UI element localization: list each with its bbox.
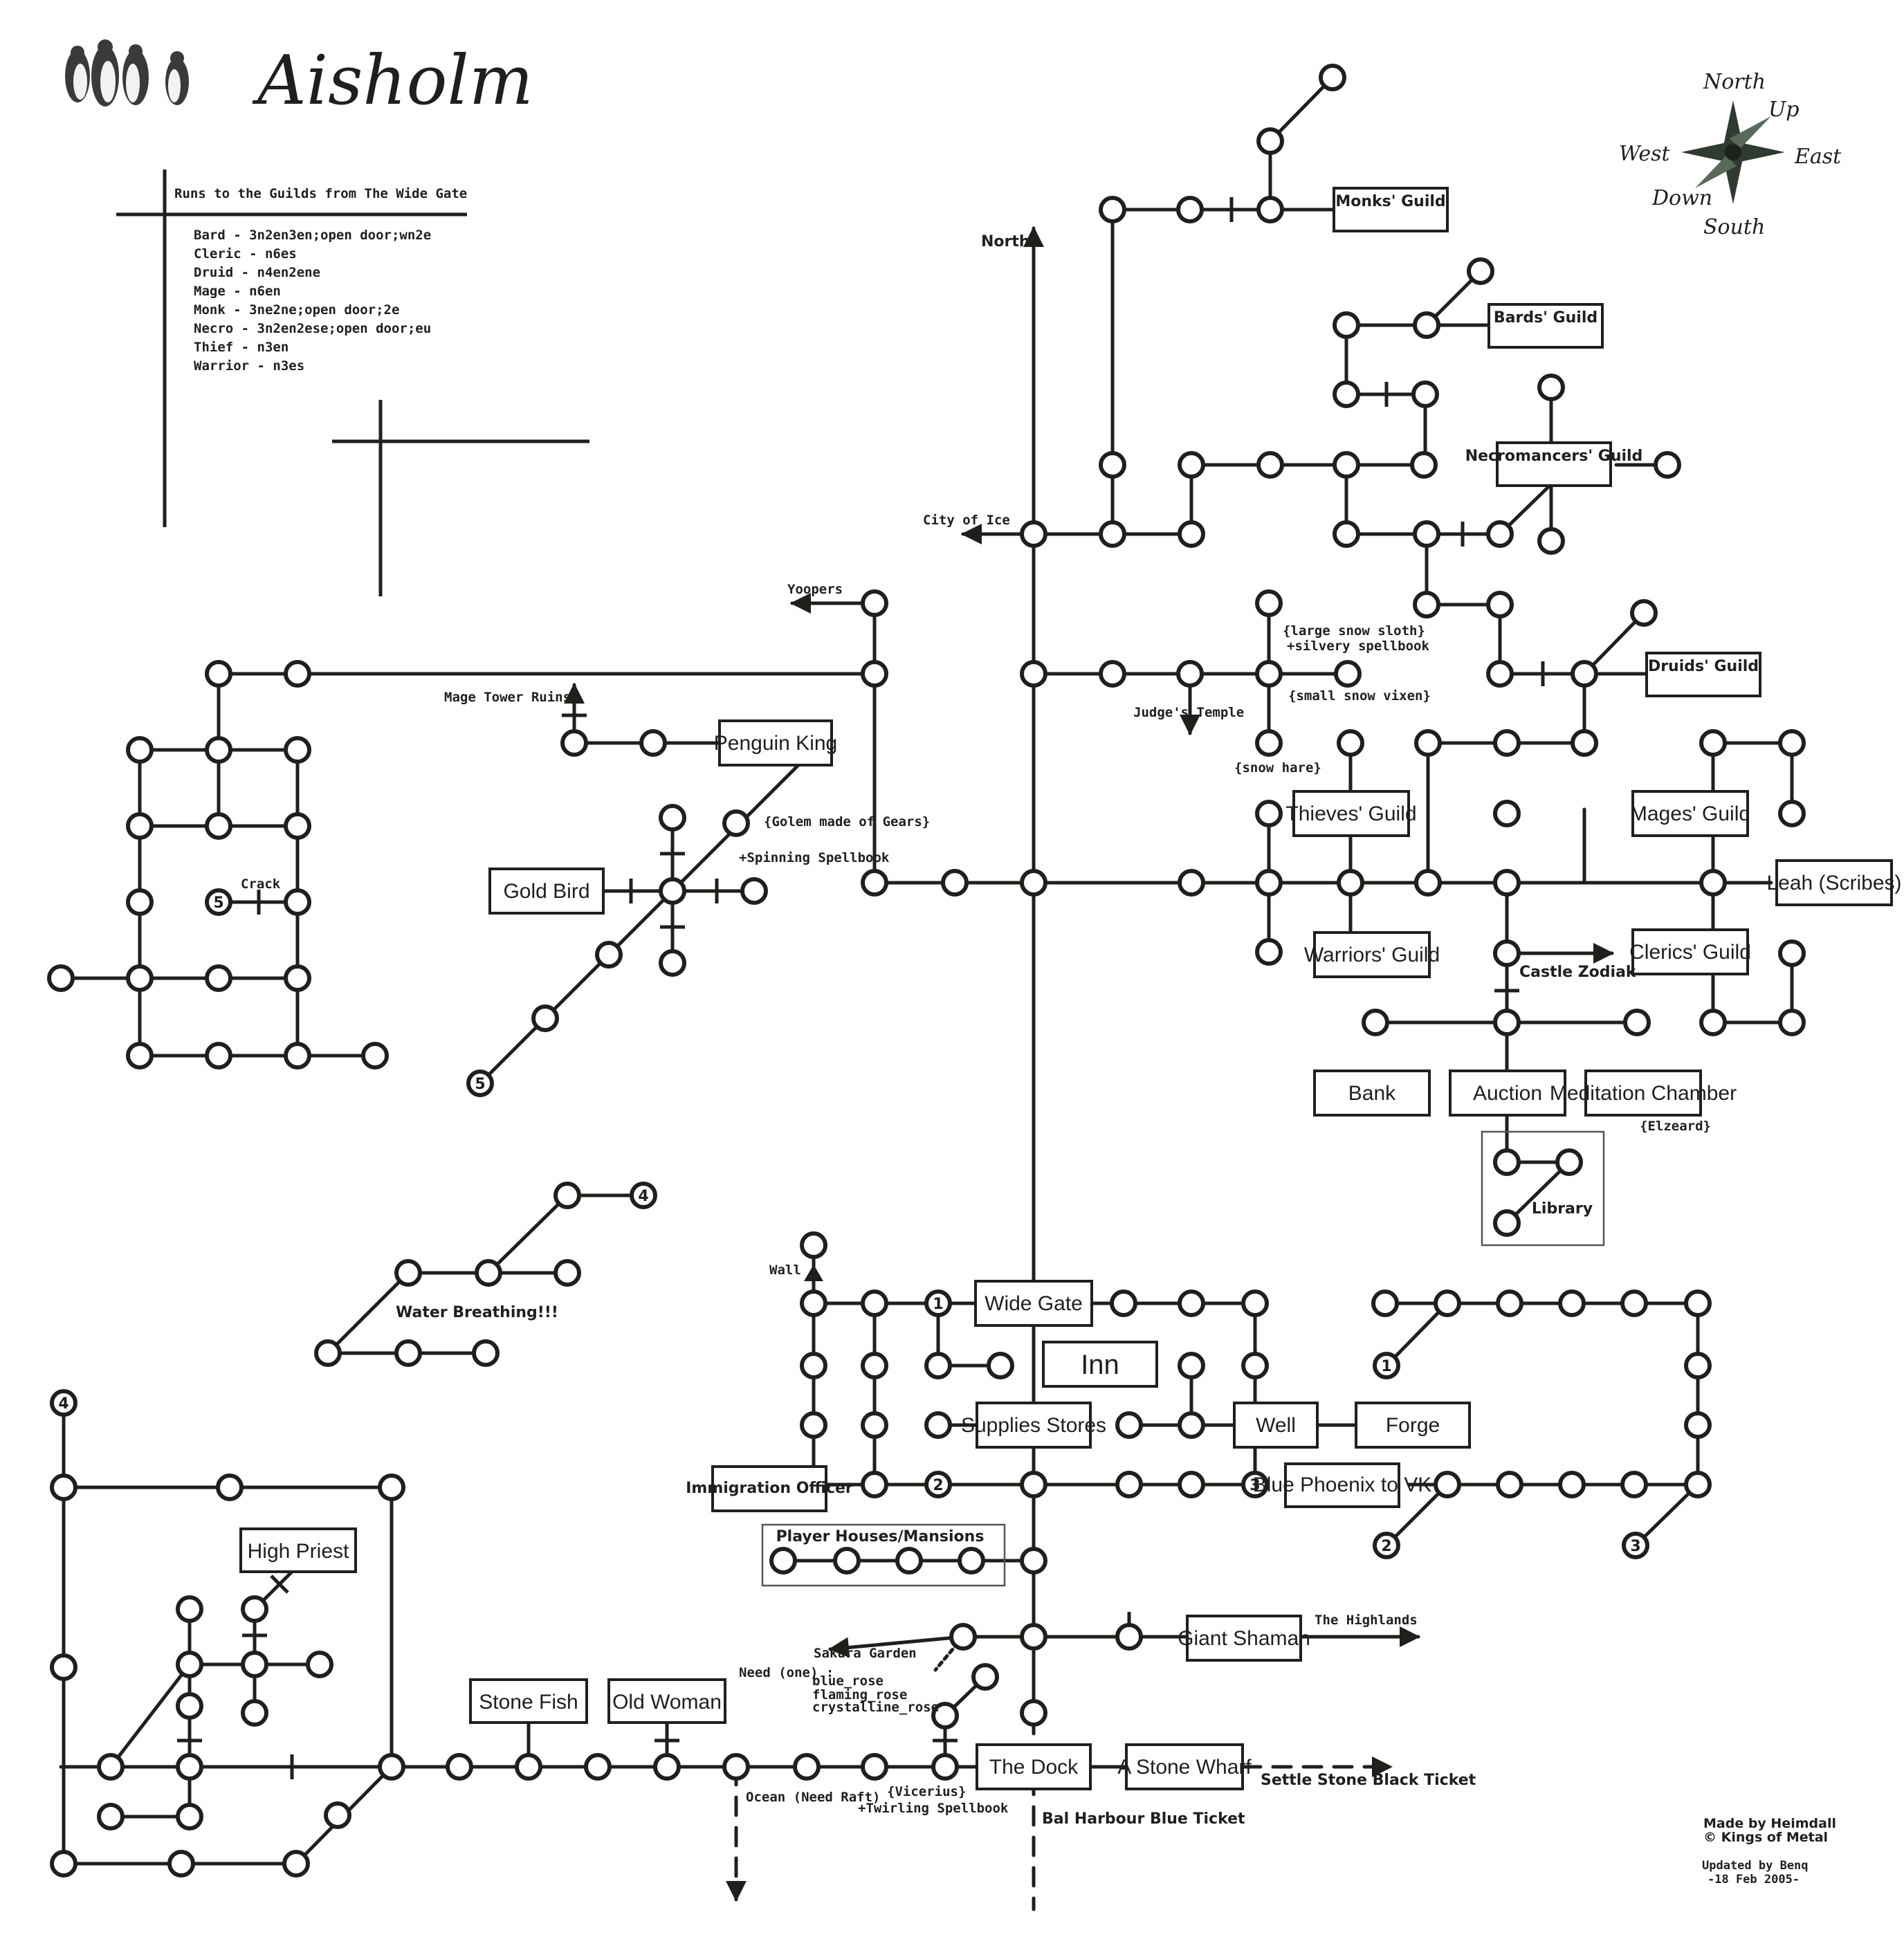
map-title: Aisholm xyxy=(252,42,533,120)
penguins-logo xyxy=(65,39,189,107)
guild-runs-heading: Runs to the Guilds from The Wide Gate xyxy=(174,186,467,201)
bal-harbour-label: Bal Harbour Blue Ticket xyxy=(1042,1810,1245,1828)
run-bard: Bard - 3n2en3en;open door;wn2e xyxy=(194,228,431,243)
inn-label: Inn xyxy=(1081,1350,1119,1380)
wall-label: Wall xyxy=(769,1263,801,1278)
run-druid: Druid - n4en2ene xyxy=(194,265,320,280)
necromancers-guild-label: Necromancers' Guild xyxy=(1465,448,1643,465)
ocean-need-raft-label: Ocean (Need Raft) xyxy=(746,1790,880,1805)
giant-shaman-label: Giant Shaman xyxy=(1178,1627,1310,1650)
guild-runs-legend: Runs to the Guilds from The Wide Gate Ba… xyxy=(116,169,589,596)
blue-phoenix-label: Blue Phoenix to VK xyxy=(1253,1474,1432,1496)
north-exit-label: North xyxy=(981,233,1030,250)
marker-4: 4 xyxy=(58,1395,68,1413)
bards-guild-label: Bards' Guild xyxy=(1494,309,1598,327)
old-woman-label: Old Woman xyxy=(612,1691,722,1714)
marker-1: 1 xyxy=(1381,1358,1391,1375)
updated-date-label: -18 Feb 2005- xyxy=(1708,1873,1800,1886)
monks-guild-label: Monks' Guild xyxy=(1335,193,1445,210)
gold-bird-label: Gold Bird xyxy=(503,880,589,903)
run-warrior: Warrior - n3es xyxy=(194,358,304,374)
castle-zodiak-label: Castle Zodiak xyxy=(1519,964,1637,981)
run-monk: Monk - 3ne2ne;open door;2e xyxy=(194,302,399,318)
map-rooms xyxy=(47,64,1806,1878)
marker-4: 4 xyxy=(638,1188,648,1205)
compass-east: East xyxy=(1794,145,1842,169)
map-annotations: North City of Ice Yoopers Mage Tower Rui… xyxy=(241,233,1711,1828)
compass-down: Down xyxy=(1651,186,1712,210)
compass-south: South xyxy=(1703,215,1765,239)
compass-rose: North Up West East Down South xyxy=(1619,70,1842,239)
mages-guild-label: Mages' Guild xyxy=(1630,802,1750,825)
crystalline-rose-label: crystalline_rose xyxy=(812,1700,939,1715)
compass-up: Up xyxy=(1768,98,1800,122)
vicerius-label: {Vicerius} xyxy=(887,1784,966,1799)
stone-wharf-label: A Stone Wharf xyxy=(1117,1756,1252,1779)
bank-label: Bank xyxy=(1348,1082,1396,1105)
yoopers-label: Yoopers xyxy=(787,582,843,597)
spinning-spellbook-label: +Spinning Spellbook xyxy=(739,850,890,865)
marker-2: 2 xyxy=(933,1477,943,1494)
twirling-spellbook-label: +Twirling Spellbook xyxy=(858,1801,1009,1816)
silvery-spellbook-label: +silvery spellbook xyxy=(1287,639,1429,654)
copyright-label: © Kings of Metal xyxy=(1703,1830,1828,1845)
the-highlands-label: The Highlands xyxy=(1315,1613,1418,1628)
map-markers: 5 5 4 4 1 1 2 2 3 3 xyxy=(50,888,1649,1559)
the-dock-label: The Dock xyxy=(989,1756,1079,1779)
settle-stone-label: Settle Stone Black Ticket xyxy=(1261,1772,1476,1789)
compass-north: North xyxy=(1703,70,1766,94)
run-cleric: Cleric - n6es xyxy=(194,246,297,261)
snow-hare-label: {snow hare} xyxy=(1234,760,1321,775)
sakura-garden-label: Sakura Garden xyxy=(814,1646,917,1661)
well-label: Well xyxy=(1256,1414,1296,1437)
run-necro: Necro - 3n2en2ese;open door;eu xyxy=(194,321,431,336)
clerics-guild-label: Clerics' Guild xyxy=(1629,941,1751,964)
made-by-label: Made by Heimdall xyxy=(1703,1816,1836,1831)
judges-temple-label: Judge's Temple xyxy=(1133,705,1244,720)
marker-5: 5 xyxy=(213,894,223,912)
marker-2: 2 xyxy=(1381,1538,1391,1555)
auction-label: Auction xyxy=(1473,1082,1542,1105)
blue-rose-label: blue_rose xyxy=(812,1673,884,1689)
stone-fish-label: Stone Fish xyxy=(479,1691,578,1714)
room-labels: Monks' Guild Bards' Guild Necromancers' … xyxy=(239,187,1902,1790)
large-snow-sloth-label: {large snow sloth} xyxy=(1283,623,1425,639)
player-houses-label: Player Houses/Mansions xyxy=(776,1528,985,1545)
thieves-guild-label: Thieves' Guild xyxy=(1285,802,1416,825)
marker-3: 3 xyxy=(1250,1477,1260,1494)
library-label: Library xyxy=(1532,1200,1593,1218)
map-credits: Made by Heimdall © Kings of Metal Update… xyxy=(1702,1816,1836,1886)
compass-west: West xyxy=(1619,142,1671,166)
meditation-chamber-label: Meditation Chamber xyxy=(1550,1082,1737,1105)
supplies-stores-label: Supplies Stores xyxy=(961,1414,1106,1437)
druids-guild-label: Druids' Guild xyxy=(1648,658,1759,675)
forge-label: Forge xyxy=(1386,1414,1440,1437)
map-paths xyxy=(59,75,1794,1911)
run-mage: Mage - n6en xyxy=(194,284,281,299)
immigration-officer-label: Immigration Officer xyxy=(686,1480,853,1497)
need-one-label: Need (one) : xyxy=(739,1665,834,1680)
run-thief: Thief - n3en xyxy=(194,340,289,355)
updated-by-label: Updated by Benq xyxy=(1702,1859,1809,1873)
crack-label: Crack xyxy=(241,876,281,892)
mage-tower-ruins-label: Mage Tower Ruins xyxy=(444,690,571,705)
flaming-rose-label: flaming_rose xyxy=(812,1687,907,1702)
marker-5: 5 xyxy=(475,1076,485,1093)
water-breathing-label: Water Breathing!!! xyxy=(396,1304,558,1321)
leah-scribes-label: Leah (Scribes) xyxy=(1766,872,1901,894)
marker-1: 1 xyxy=(933,1296,943,1313)
high-priest-label: High Priest xyxy=(248,1540,349,1563)
small-snow-vixen-label: {small snow vixen} xyxy=(1288,688,1431,704)
city-of-ice-label: City of Ice xyxy=(923,513,1010,528)
penguin-king-label: Penguin King xyxy=(714,732,837,755)
wide-gate-label: Wide Gate xyxy=(985,1292,1083,1315)
warriors-guild-label: Warriors' Guild xyxy=(1304,944,1440,966)
marker-3: 3 xyxy=(1630,1538,1640,1555)
golem-label: {Golem made of Gears} xyxy=(764,814,930,829)
elzeard-label: {Elzeard} xyxy=(1640,1119,1711,1134)
